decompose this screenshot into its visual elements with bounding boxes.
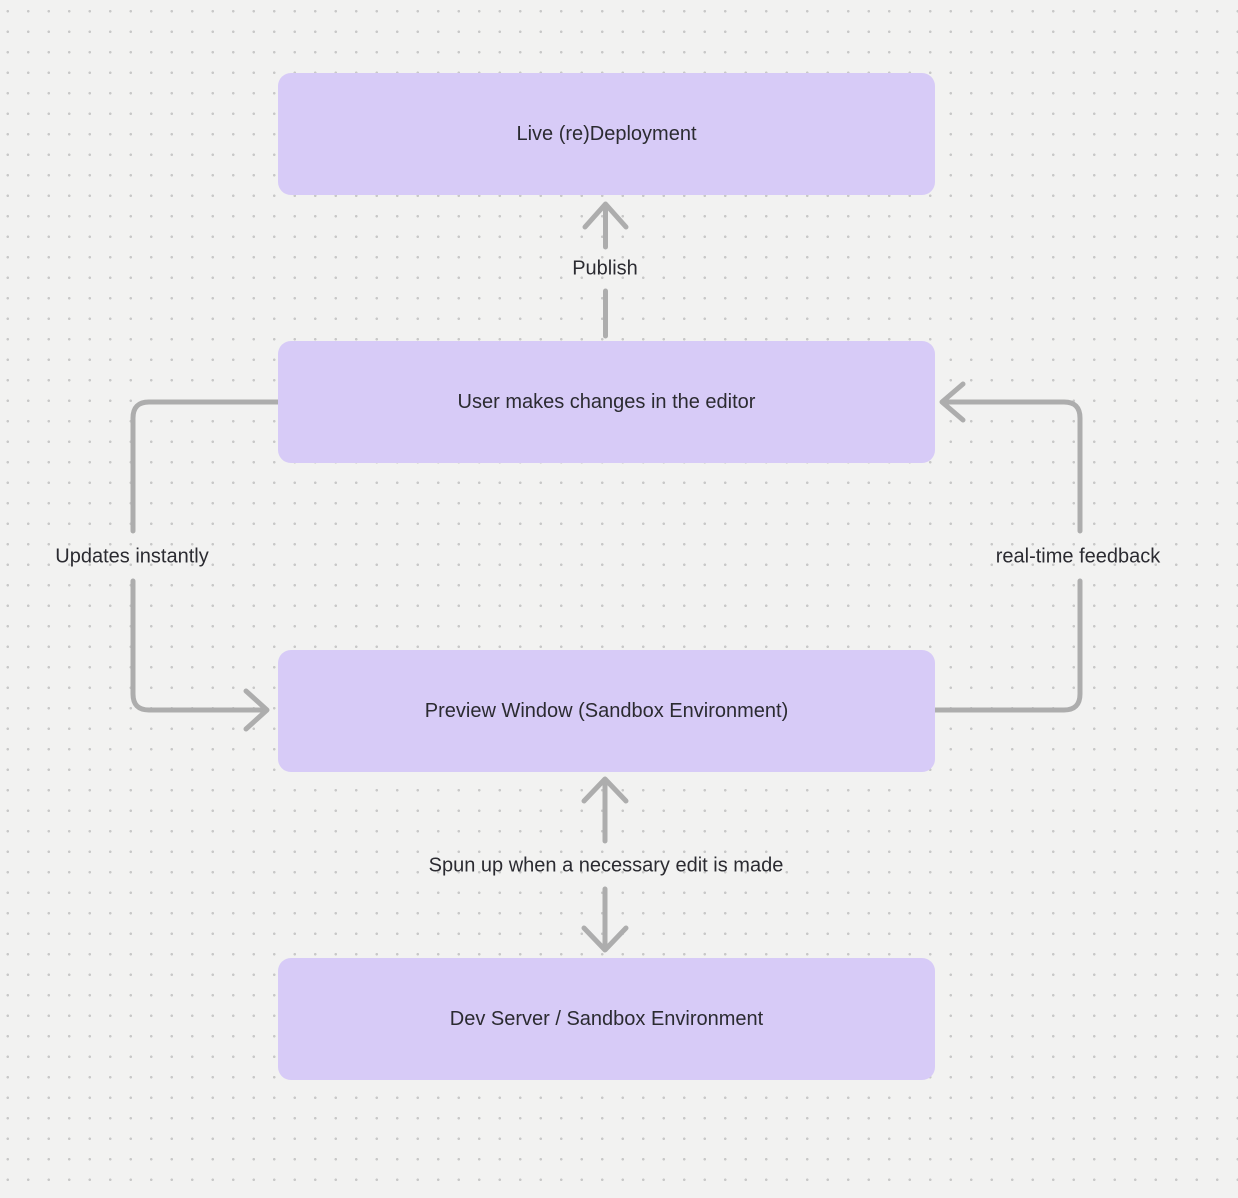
- edge-updates-line-bottom: [130, 578, 265, 713]
- arrowhead-up-icon: [581, 776, 629, 804]
- arrowhead-down-icon: [581, 925, 629, 953]
- arrowhead-up-icon: [582, 201, 629, 230]
- arrowhead-left-icon: [939, 381, 966, 423]
- node-label: User makes changes in the editor: [457, 390, 756, 413]
- node-label: Dev Server / Sandbox Environment: [449, 1007, 764, 1030]
- edge-label-updates-instantly: Updates instantly: [55, 545, 209, 568]
- arrowhead-right-icon: [243, 688, 270, 732]
- edge-label-publish: Publish: [572, 257, 638, 280]
- edge-feedback-line-top: [945, 399, 1083, 534]
- node-preview-window[interactable]: Preview Window (Sandbox Environment): [278, 650, 935, 772]
- node-live-redeployment[interactable]: Live (re)Deployment: [278, 73, 935, 195]
- node-user-editor[interactable]: User makes changes in the editor: [278, 341, 935, 463]
- edge-label-real-time-feedback: real-time feedback: [995, 545, 1161, 568]
- edge-updates-line-top: [130, 399, 281, 534]
- node-label: Live (re)Deployment: [516, 122, 697, 145]
- node-label: Preview Window (Sandbox Environment): [424, 699, 789, 722]
- node-dev-server[interactable]: Dev Server / Sandbox Environment: [278, 958, 935, 1080]
- edge-label-spun-up: Spun up when a necessary edit is made: [428, 854, 784, 877]
- edge-feedback-line-bottom: [932, 578, 1083, 713]
